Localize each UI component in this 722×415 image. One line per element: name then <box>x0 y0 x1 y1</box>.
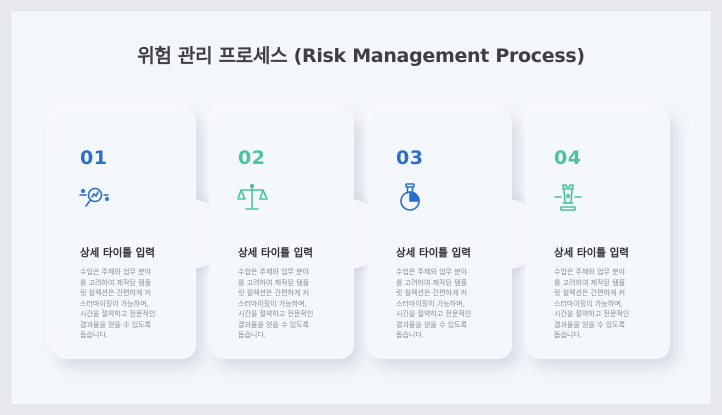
process-card-4: 04 상세 타이틀 입력 수업은 주제와 업무 분야 를 고려하여 제작된 템플… <box>526 109 670 359</box>
process-card-2: 02 상세 타이틀 입력 수업은 주제와 업무 분야 를 고려하여 제작된 템플… <box>210 109 384 359</box>
chess-rook-icon <box>554 184 582 211</box>
process-card-1: 01 상세 타이틀 입력 수업은 주제와 업무 분야 를 고려하여 제작된 템플… <box>52 109 226 359</box>
card-description: 수업은 주제와 업무 분야 를 고려하여 제작된 템플 릿 컬렉션은 간편하게 … <box>80 268 156 339</box>
step-number: 02 <box>238 147 266 169</box>
step-number: 01 <box>80 147 108 169</box>
card-heading: 상세 타이틀 입력 <box>80 247 155 259</box>
card-heading: 상세 타이틀 입력 <box>238 247 313 259</box>
process-card-3: 03 상세 타이틀 입력 수업은 주제와 업무 분야 를 고려하여 제작된 템플… <box>368 109 542 359</box>
step-number: 04 <box>554 147 582 169</box>
card-description: 수업은 주제와 업무 분야 를 고려하여 제작된 템플 릿 컬렉션은 간편하게 … <box>238 268 314 339</box>
page-title: 위험 관리 프로세스 (Risk Management Process) <box>137 45 585 67</box>
step-number: 03 <box>396 147 424 169</box>
balance-scale-icon <box>237 183 268 210</box>
magnifier-chart-icon <box>79 187 109 207</box>
card-description: 수업은 주제와 업무 분야 를 고려하여 제작된 템플 릿 컬렉션은 간편하게 … <box>396 268 472 339</box>
flask-chart-icon <box>400 183 420 211</box>
slide: 위험 관리 프로세스 (Risk Management Process) 01 … <box>11 11 711 404</box>
card-heading: 상세 타이틀 입력 <box>396 247 471 259</box>
card-description: 수업은 주제와 업무 분야 를 고려하여 제작된 템플 릿 컬렉션은 간편하게 … <box>554 268 630 339</box>
card-heading: 상세 타이틀 입력 <box>554 247 629 259</box>
